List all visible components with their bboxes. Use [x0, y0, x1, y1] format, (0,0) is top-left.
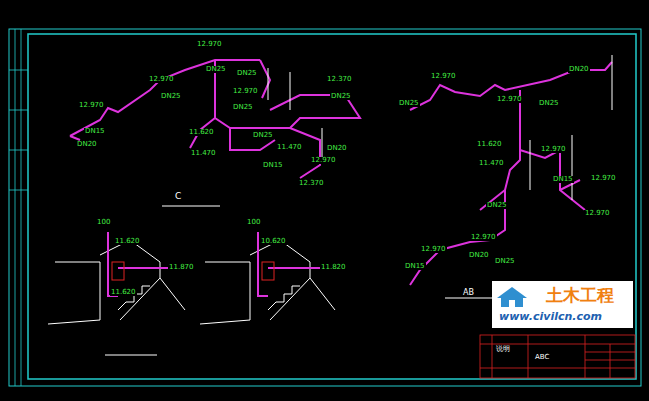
pipe-annotation: 12.970	[148, 76, 175, 83]
pipe-annotation: 12.970	[470, 234, 497, 241]
pipe-annotation: DN15	[552, 176, 574, 183]
pipe-annotation: 100	[246, 219, 261, 226]
pipe-annotation: DN25	[236, 70, 258, 77]
fixture	[112, 262, 274, 280]
pipe-annotation: 100	[96, 219, 111, 226]
pipe-annotation: 11.620	[114, 238, 141, 245]
house-icon	[497, 287, 527, 307]
section-detail	[48, 240, 335, 355]
pipe-annotation: DN25	[494, 258, 516, 265]
pipe-annotation: 11.470	[276, 144, 303, 151]
pipe-annotation: 12.970	[430, 73, 457, 80]
pipe-annotation: 12.970	[540, 146, 567, 153]
pipe-annotation: 12.370	[326, 76, 353, 83]
pipe-annotation: 12.970	[232, 88, 259, 95]
pipe-annotation: 12.970	[584, 210, 611, 217]
pipe-annotation: DN25	[160, 93, 182, 100]
pipe-annotation: 11.470	[478, 160, 505, 167]
pipe-annotation: 12.970	[310, 157, 337, 164]
pipe-annotation: DN20	[568, 66, 590, 73]
riser-line	[445, 55, 612, 298]
drawing-frame	[28, 34, 636, 379]
pipe-annotation: DN25	[330, 93, 352, 100]
view-label: AB	[462, 289, 475, 297]
pipe-annotation: DN25	[486, 202, 508, 209]
pipe-annotation: 11.620	[110, 289, 137, 296]
pipe-annotation: DN20	[468, 252, 490, 259]
sheet-frame	[9, 29, 641, 386]
pipe-annotation: 11.870	[168, 264, 195, 271]
pipe-run	[410, 62, 612, 285]
pipe-annotation: 12.970	[196, 41, 223, 48]
binding-strip	[9, 29, 28, 386]
pipe-annotation: 12.970	[496, 96, 523, 103]
pipe-annotation: 10.620	[260, 238, 287, 245]
pipe-annotation: DN20	[326, 145, 348, 152]
pipe-annotation: DN25	[232, 104, 254, 111]
view-label: C	[174, 192, 182, 201]
pipe-annotation: DN15	[404, 263, 426, 270]
pipe-annotation: 12.970	[78, 102, 105, 109]
pipe-annotation: DN25	[252, 132, 274, 139]
pipe-annotation: DN25	[398, 100, 420, 107]
pipe-annotation: 12.970	[590, 175, 617, 182]
pipe-annotation: DN20	[76, 141, 98, 148]
pipe-annotation: 12.970	[420, 246, 447, 253]
pipe-annotation: DN15	[262, 162, 284, 169]
watermark: www.civilcn.com	[498, 311, 603, 322]
pipe-run	[108, 232, 340, 296]
watermark-panel	[492, 281, 633, 328]
pipe-annotation: 12.370	[298, 180, 325, 187]
pipe-run	[70, 60, 360, 178]
pipe-annotation: 11.620	[476, 141, 503, 148]
title-block-text: 说明	[495, 346, 511, 353]
pipe-annotation: DN15	[84, 128, 106, 135]
pipe-annotation: DN25	[538, 100, 560, 107]
pipe-annotation: 11.620	[188, 129, 215, 136]
pipe-annotation: 11.470	[190, 150, 217, 157]
title-block	[480, 335, 635, 378]
pipe-annotation: DN25	[205, 66, 227, 73]
pipe-annotation: 11.820	[320, 264, 347, 271]
title-block-text: ABC	[534, 354, 550, 361]
watermark: 土木工程	[545, 287, 615, 304]
